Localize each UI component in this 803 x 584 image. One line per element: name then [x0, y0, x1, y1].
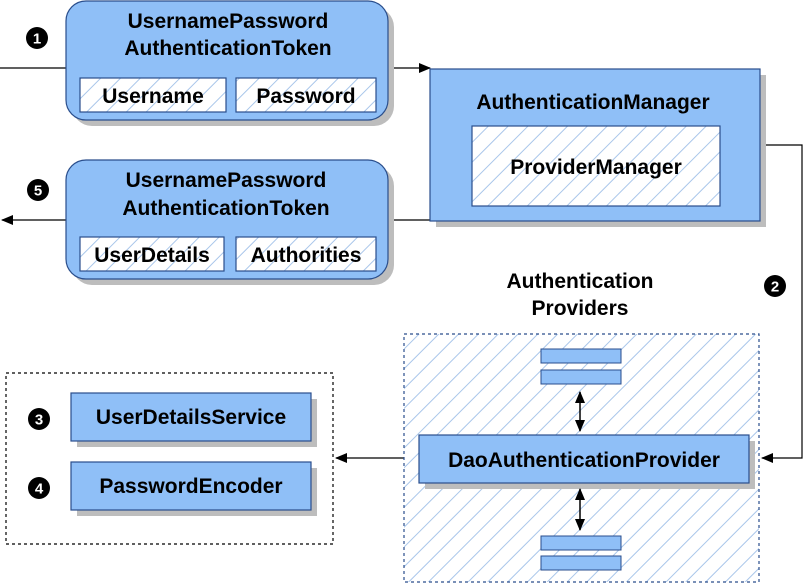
token-output-authorities-label: Authorities [251, 244, 362, 267]
token-output-userdetails-label: UserDetails [94, 244, 210, 267]
token-output-authorities-field [235, 236, 377, 272]
token-input-password-label: Password [256, 85, 355, 108]
token-output: UsernamePassword AuthenticationToken Use… [65, 159, 394, 285]
provider-bar-bottom-2 [540, 555, 622, 571]
step-badge-5: 5 [27, 179, 49, 201]
step-badge-3: 3 [28, 408, 50, 430]
services-container: UserDetailsService PasswordEncoder [5, 372, 334, 545]
token-output-title-line1: UsernamePassword [126, 169, 327, 192]
providers-container: DaoAuthenticationProvider [403, 333, 760, 583]
password-encoder-box [70, 461, 312, 511]
token-output-userdetails-field [79, 236, 225, 272]
provider-bar-top-2 [540, 369, 622, 385]
authentication-manager-title: AuthenticationManager [476, 91, 709, 114]
provider-bar-top-1 [540, 348, 622, 364]
token-input-password-field [235, 77, 377, 113]
provider-manager-box [471, 125, 721, 207]
arrow-manager-to-provider [760, 144, 803, 463]
step-badge-1: 1 [26, 27, 48, 49]
token-input-username-label: Username [102, 85, 204, 108]
token-input-title-line1: UsernamePassword [128, 10, 329, 33]
provider-bar-bottom-1 [540, 535, 622, 551]
dao-authentication-provider [418, 434, 750, 484]
token-input: UsernamePassword AuthenticationToken Use… [65, 0, 394, 126]
svg-text:2: 2 [771, 279, 779, 296]
svg-text:3: 3 [35, 412, 43, 429]
provider-manager-label: ProviderManager [510, 156, 682, 179]
svg-text:4: 4 [35, 481, 44, 498]
token-output-title-line2: AuthenticationToken [122, 197, 329, 220]
user-details-service-label: UserDetailsService [96, 406, 286, 429]
svg-text:1: 1 [33, 31, 41, 48]
step-badge-4: 4 [28, 477, 50, 499]
user-details-service-box [70, 392, 312, 442]
dao-authentication-provider-label: DaoAuthenticationProvider [448, 449, 720, 472]
token-input-title-line2: AuthenticationToken [124, 37, 331, 60]
providers-label-line1: Authentication [507, 270, 654, 293]
authentication-manager: AuthenticationManager ProviderManager [429, 68, 766, 227]
password-encoder-label: PasswordEncoder [99, 475, 282, 498]
svg-text:5: 5 [34, 183, 42, 200]
step-badge-2: 2 [764, 275, 786, 297]
providers-label-line2: Providers [532, 297, 629, 320]
token-input-username-field [79, 77, 227, 113]
